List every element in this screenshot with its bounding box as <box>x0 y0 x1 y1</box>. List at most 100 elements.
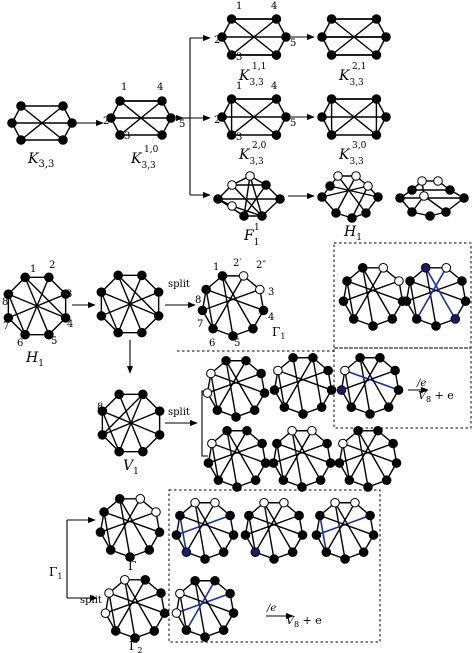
gamma-bottom-edge <box>119 498 131 558</box>
f11-vertex <box>257 211 267 221</box>
v1-variant-3-vertex <box>336 385 347 395</box>
box-tr-graph-1-vertex <box>387 314 398 324</box>
box-tr-graph-1-vertex <box>348 314 359 324</box>
k33-vertex <box>16 135 26 145</box>
k33-10-num-3: 3 <box>124 131 130 142</box>
v1-variant-4-vertex <box>207 438 217 449</box>
gamma2-bottom-edge <box>124 579 155 632</box>
h1-copy-vertex <box>137 270 147 281</box>
box-bottom-graph-3-edge <box>316 514 371 536</box>
v1-variant-5-edge <box>273 442 328 464</box>
v1-variant-5-vertex <box>325 458 336 468</box>
gamma-bottom-vertex <box>95 527 106 538</box>
h1-num-4: 4 <box>67 319 73 330</box>
gamma1-middle-vertex <box>228 331 238 341</box>
label-gamma1-bottom: Γ1 <box>49 565 62 581</box>
h1-middle-vertex <box>20 272 30 283</box>
v1-variant-4-vertex <box>232 482 242 492</box>
gamma1-middle-edge <box>205 289 214 329</box>
gamma2-bottom-edge <box>108 592 117 632</box>
label-gamma1-middle: Γ1 <box>272 325 285 341</box>
h1-top-vertex <box>347 213 357 223</box>
box-tr-graph-2-vertex <box>460 296 471 307</box>
box-bottom-graph-3-vertex <box>321 547 332 558</box>
f11-vertex <box>261 180 271 190</box>
v1-edge <box>101 393 144 436</box>
k33-10-edge <box>119 100 163 136</box>
h1-copy-edge <box>100 291 119 333</box>
gamma2-bottom-vertex <box>156 588 166 598</box>
v1-vertex <box>114 446 124 457</box>
box-tr-graph-2-vertex <box>431 321 441 331</box>
gamma2-bottom-vertex <box>130 633 140 643</box>
box-bottom-graph-1-vertex <box>218 547 229 558</box>
gamma1-num-4: 4 <box>268 312 274 323</box>
box-bottom-graph-1-vertex <box>228 530 239 540</box>
v1-vertex <box>154 406 165 416</box>
vertices-layer <box>3 14 471 643</box>
gamma1-num-8: 8 <box>195 295 201 306</box>
gamma1-middle-vertex <box>208 323 218 334</box>
gamma2-bottom-edge <box>115 579 146 632</box>
box-bottom-graph-4-vertex <box>218 625 229 636</box>
v1-variant-5-edge <box>291 430 322 481</box>
k33-20-vertex <box>217 112 227 122</box>
h1-num-5: 5 <box>51 336 57 347</box>
h1-num-6: 6 <box>17 338 23 349</box>
k33-21-vertex <box>317 32 327 42</box>
v1-variant-5-vertex <box>315 475 326 486</box>
box-bottom-graph-2-vertex <box>269 554 279 564</box>
top-right-graph-vertex <box>395 193 405 203</box>
v1-variant-6-edge <box>357 430 369 488</box>
f11-vertex <box>275 194 285 204</box>
k33-11-vertex <box>271 50 282 60</box>
h1-num-8: 8 <box>2 297 8 308</box>
box-bottom-graph-1-vertex <box>225 510 235 521</box>
top-right-graph-vertex <box>407 185 417 195</box>
v1-edge <box>101 410 120 452</box>
k33-20-vertex <box>226 130 237 140</box>
label-gamma: Γ <box>128 559 136 573</box>
h1-middle-edge <box>8 293 66 319</box>
v1-variant-2-vertex <box>269 385 280 395</box>
top-right-graph-vertex <box>441 207 451 217</box>
v1-variant-3-edge <box>350 357 381 408</box>
bracket-v1-variants <box>201 390 208 457</box>
v1-variant-6-edge <box>348 430 379 481</box>
label-k33-21: K3,3 <box>338 68 364 88</box>
box-bottom-graph-3-vertex <box>365 510 375 521</box>
top-right-graph-vertex <box>419 191 429 201</box>
k33-10-num-4: 4 <box>157 82 163 93</box>
v1-variant-4-vertex <box>203 458 214 468</box>
v1-variant-1-edge <box>216 360 247 411</box>
box-tr-graph-2-edge <box>425 267 456 320</box>
v1-variant-5-vertex <box>307 425 317 436</box>
gamma1-num-1: 1 <box>213 262 219 273</box>
gamma1-middle-edge <box>221 275 254 330</box>
box-bottom-graph-3-edge <box>325 502 356 553</box>
gamma1-middle-edge <box>212 275 245 330</box>
box-bottom-graph-3-vertex <box>311 530 322 540</box>
v1-variant-4-edge <box>208 442 263 464</box>
k33-11-num-6: 6 <box>273 52 279 63</box>
k33-20-vertex <box>271 130 282 140</box>
gamma2-bottom-edge <box>124 579 136 639</box>
v1-variant-3-vertex <box>346 402 357 413</box>
k33-10-num-5: 5 <box>179 119 185 130</box>
v1-variant-5-vertex <box>287 425 297 436</box>
k33-30-vertex <box>326 94 337 104</box>
v1-variant-5-edge <box>282 430 313 481</box>
v1-variant-3-vertex <box>340 365 350 376</box>
boxes-layer <box>168 242 472 643</box>
v1-variant-6-edge <box>339 442 394 464</box>
v1-variant-1-vertex <box>221 355 231 366</box>
top-right-graph-vertex <box>425 211 435 221</box>
h1-middle-vertex <box>44 272 54 283</box>
k33-vertex <box>16 101 26 111</box>
v1-variant-4-vertex <box>250 475 261 486</box>
v1-variant-3-vertex <box>393 385 404 395</box>
k33-10-vertex <box>115 130 125 140</box>
split-label-2: split <box>168 407 190 418</box>
box-tr-graph-1-edge <box>362 267 374 327</box>
